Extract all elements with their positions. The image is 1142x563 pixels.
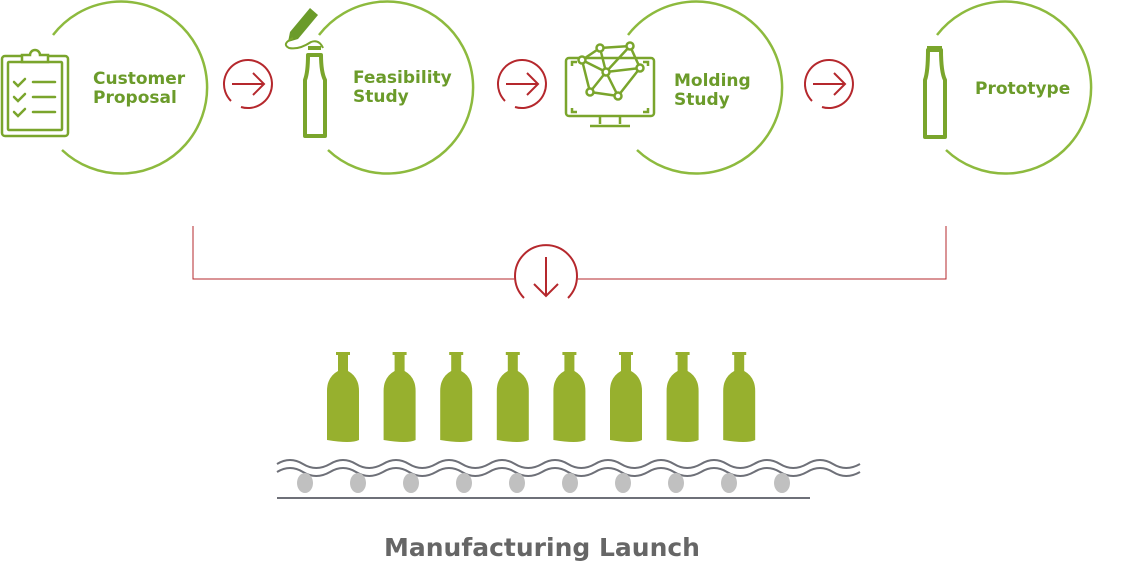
step-label-line2: Study xyxy=(674,90,730,110)
conveyor-roller xyxy=(297,473,313,493)
bottle xyxy=(383,352,416,442)
bottle xyxy=(553,352,586,442)
step-label-line1: Feasibility xyxy=(353,68,452,88)
conveyor-roller xyxy=(721,473,737,493)
conveyor-roller xyxy=(350,473,366,493)
conveyor-roller xyxy=(509,473,525,493)
merge-connector xyxy=(192,226,947,280)
step-label: Prototype xyxy=(975,79,1070,99)
bottle-outline-icon xyxy=(923,46,947,139)
bottle xyxy=(327,352,359,442)
bottle xyxy=(496,352,529,442)
monitor-3d-model-icon xyxy=(564,41,656,128)
step-customer-proposal: Customer Proposal xyxy=(0,0,209,175)
bottle xyxy=(723,352,756,442)
conveyor-roller xyxy=(456,473,472,493)
step-circle xyxy=(318,0,475,175)
arrow-down-icon xyxy=(514,244,578,299)
final-step-label: Manufacturing Launch xyxy=(384,533,700,562)
step-circle xyxy=(627,0,784,175)
conveyor-roller xyxy=(403,473,419,493)
bottle-conveyor-icon xyxy=(276,352,861,499)
clipboard-checklist-icon xyxy=(0,48,70,138)
step-label-line1: Customer xyxy=(93,69,186,89)
conveyor-roller xyxy=(774,473,790,493)
step-prototype: Prototype xyxy=(923,0,1093,175)
arrow-right-icon xyxy=(223,59,273,110)
step-molding-study: Molding Study xyxy=(564,0,784,175)
conveyor-roller xyxy=(562,473,578,493)
step-circle xyxy=(936,0,1093,175)
step-label-line2: Proposal xyxy=(93,88,177,108)
bottle-pen-icon xyxy=(284,8,327,138)
conveyor-belt-top xyxy=(276,459,861,469)
step-circle xyxy=(52,0,209,175)
step-feasibility-study: Feasibility Study xyxy=(284,0,475,175)
conveyor-belt-bottom xyxy=(276,467,861,477)
conveyor-roller xyxy=(668,473,684,493)
step-label-line2: Study xyxy=(353,87,409,107)
step-label-line1: Molding xyxy=(674,71,751,91)
bottle xyxy=(610,352,642,442)
bottle xyxy=(440,352,473,442)
bottle xyxy=(666,352,699,442)
arrow-right-icon xyxy=(497,59,547,110)
arrow-right-icon xyxy=(804,59,854,110)
conveyor-roller xyxy=(615,473,631,493)
